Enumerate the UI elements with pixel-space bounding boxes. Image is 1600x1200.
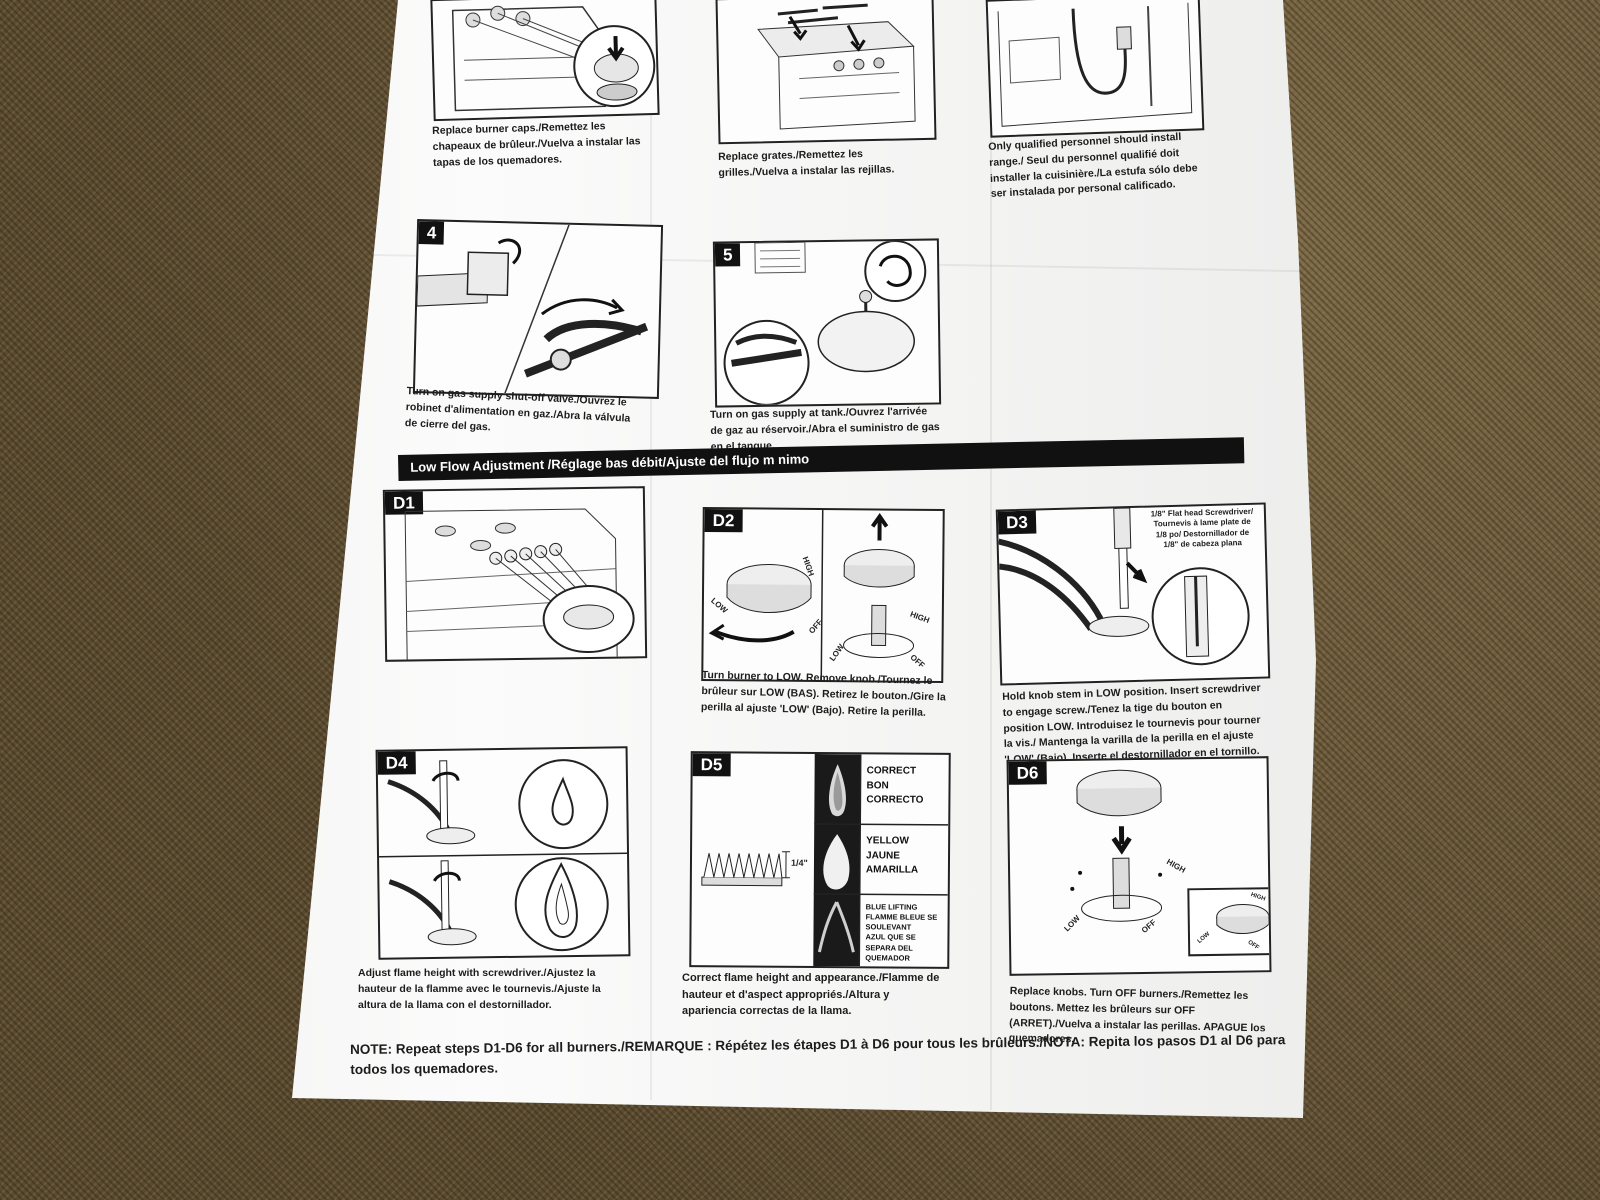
d5-yellow-es: AMARILLA (865, 864, 919, 876)
caption-d4: Adjust flame height with screwdriver./Aj… (358, 967, 601, 1011)
panel-d5: D5 1/4" CORRECT BON CORRECTO YELLOW JAUN… (689, 751, 951, 969)
grates-illustration (757, 3, 916, 130)
d5-blue-lifting-es: AZUL QUE SE SEPARA DEL QUEMADOR (865, 932, 916, 963)
d3-tool-label: 1/8" Flat head Screwdriver/ Tournevis à … (1147, 506, 1257, 552)
panel-grates (715, 0, 937, 145)
caption-grates: Replace grates./Remettez les grilles./Vu… (718, 147, 895, 179)
shutoff-valve-illustration (416, 224, 649, 394)
d5-yellow-en: YELLOW (866, 835, 909, 847)
fold-line-vertical-right (990, 0, 992, 1110)
insert-screwdriver-illustration (997, 507, 1250, 666)
caption-qualified-install: Only qualified personnel should install … (988, 130, 1198, 201)
adjust-flame-illustration (379, 759, 628, 952)
caption-d2: Turn burner to LOW. Remove knob./Tournez… (700, 668, 946, 719)
panel-step-4: 4 (412, 219, 664, 399)
gas-connection-illustration (997, 2, 1193, 127)
caption-burner-caps: Replace burner caps./Remettez les chapea… (432, 120, 641, 169)
panel-burner-caps (430, 0, 660, 122)
panel-d3: D3 1/8" Flat head Screwdriver/ Tournevis… (995, 502, 1271, 686)
d5-blue-lifting-en: BLUE LIFTING (865, 902, 918, 912)
d5-correct-fr: BON (866, 779, 889, 791)
caption-d5: Correct flame height and appearance./Fla… (682, 972, 940, 1017)
fold-line-vertical-left (650, 0, 652, 1100)
panel-d2: D2 LOW OFF HIGH LOW OFF HIGH (701, 506, 945, 684)
d5-correct-en: CORRECT (866, 765, 917, 777)
replace-knob-illustration (1070, 769, 1270, 957)
d5-yellow-labels: YELLOW JAUNE AMARILLA (866, 834, 919, 878)
caption-d3: Hold knob stem in LOW position. Insert s… (1002, 681, 1261, 766)
panel-d1: D1 (382, 486, 648, 662)
panel-step-5: 5 (712, 238, 942, 408)
burner-caps-illustration (451, 5, 656, 112)
d5-measure-label: 1/4" (790, 857, 808, 868)
remove-knob-illustration (708, 509, 915, 680)
d5-blue-lifting-labels: BLUE LIFTING FLAMME BLEUE SE SOULEVANT A… (865, 902, 945, 963)
panel-d4: D4 (375, 746, 631, 960)
d5-correct-labels: CORRECT BON CORRECTO (866, 764, 923, 808)
gas-tank-illustration (723, 240, 927, 406)
d5-blue-lifting-fr: FLAMME BLEUE SE SOULEVANT (865, 912, 938, 932)
d5-yellow-fr: JAUNE (865, 849, 900, 862)
knobs-location-illustration (404, 508, 635, 660)
d5-correct-es: CORRECTO (866, 794, 924, 806)
panel-qualified-install (985, 0, 1205, 138)
panel-d6: D6 LOW OFF HIGH LOW OFF HIGH (1006, 756, 1272, 976)
flame-comparison-illustration (701, 753, 949, 967)
